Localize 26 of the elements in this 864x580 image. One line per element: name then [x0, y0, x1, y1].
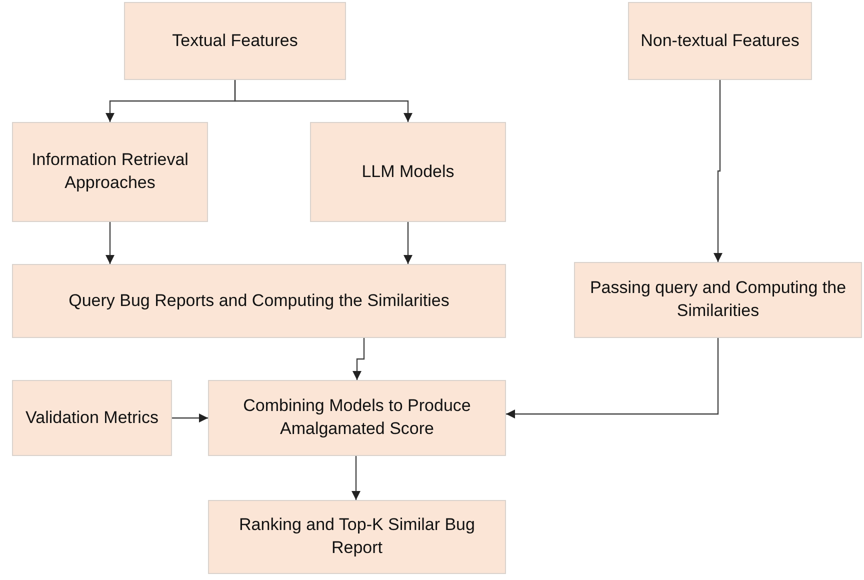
arrow: [506, 338, 719, 418]
process-box: [310, 122, 506, 222]
process-box: [208, 380, 506, 456]
box-label: Textual Features: [172, 30, 298, 52]
box-label: Information Retrieval Approaches: [30, 149, 190, 194]
arrow: [106, 222, 114, 264]
input-box: [12, 380, 172, 456]
process-box: [12, 264, 506, 338]
box-label: Passing query and Computing the Similarities: [588, 277, 848, 322]
arrow: [234, 80, 412, 122]
process-box: [12, 122, 208, 222]
box-label: Ranking and Top-K Similar Bug Report: [238, 514, 476, 559]
arrow: [714, 80, 722, 262]
arrow: [404, 222, 412, 264]
process-box: [574, 262, 862, 338]
arrow: [172, 414, 208, 422]
box-label: Validation Metrics: [26, 406, 158, 429]
box-label: Combining Models to Produce Amalgamated Score: [242, 395, 472, 440]
arrow: [352, 456, 360, 500]
textual-features-box: [124, 2, 346, 80]
box-label: Non-textual Features: [640, 30, 800, 52]
arrow: [352, 338, 365, 380]
output-box: [208, 500, 506, 574]
box-label: LLM Models: [362, 160, 454, 183]
box-label: Query Bug Reports and Computing the Similarities: [68, 290, 450, 312]
feature-box: [628, 2, 812, 80]
